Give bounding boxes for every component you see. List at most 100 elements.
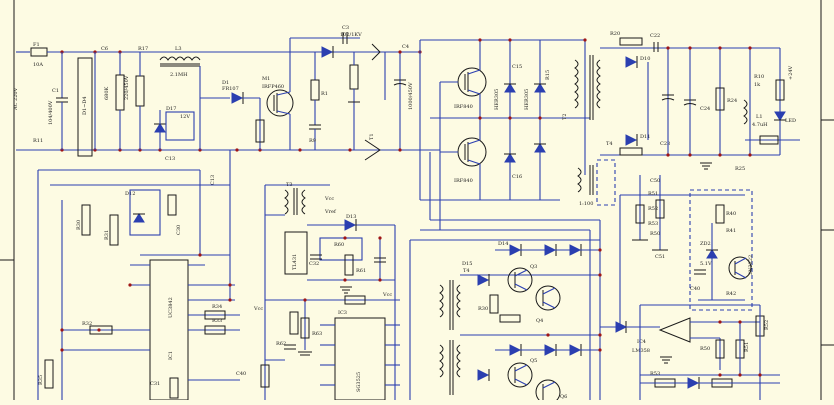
half-bridge: IRF840 IRF840 HER305 HER305 R15 C15 C16: [419, 38, 590, 230]
label-zd2: ZD2: [700, 241, 711, 247]
label-c4-value: 1000/450V: [408, 82, 414, 110]
label-ac-input: AC 220V: [13, 87, 19, 111]
label-r63: R63: [312, 331, 322, 337]
label-c32: C32: [309, 261, 319, 267]
label-r52: R52: [648, 206, 658, 212]
label-l3: L3: [175, 46, 182, 52]
label-zd2-value: 5.1V: [700, 261, 712, 267]
label-d1: D1: [222, 80, 229, 86]
label-c16: C16: [512, 174, 522, 180]
label-c13-side: C13: [210, 175, 216, 185]
label-r17: R17: [138, 46, 148, 52]
label-d11: D11: [640, 134, 650, 140]
label-vref-a: Vref: [324, 209, 337, 215]
pfc-inductor: L3 2.1MH R17 220/450V D17 12V C13 C13: [124, 46, 216, 185]
label-c51: C51: [655, 254, 665, 260]
label-c24: C24: [700, 106, 710, 112]
label-ic4: IC4: [637, 339, 646, 345]
label-r53: R53: [648, 221, 658, 227]
label-c4: C4: [402, 44, 409, 50]
label-r-op-d: R53: [650, 371, 660, 377]
label-t2: T2: [562, 113, 568, 120]
label-r42: R42: [726, 291, 736, 297]
label-her305-b: HER305: [524, 89, 530, 110]
label-c3-value: 102/1KV: [340, 32, 362, 38]
label-c22: C22: [650, 33, 660, 39]
label-r-op-b: R51: [744, 342, 750, 352]
label-zener-12v: 12V: [180, 114, 190, 120]
label-r62: R62: [276, 341, 286, 347]
label-q4: Q4: [536, 318, 543, 324]
gate-drive: T4 D14 D15 Q3 Q4 R30: [409, 219, 602, 405]
label-output-voltage: +24V: [788, 65, 794, 80]
label-r32: R32: [82, 321, 92, 327]
label-c15: C15: [512, 64, 522, 70]
label-m1: M1: [262, 76, 270, 82]
label-c6: C6: [101, 46, 108, 52]
label-ic1: IC1: [168, 351, 174, 360]
label-her305-a: HER305: [494, 89, 500, 110]
label-m1-value: IRFP460: [262, 84, 284, 90]
label-r24: R24: [727, 98, 737, 104]
feedback-section: ZD2 5.1V 2N2222 C40 R40 R41 R42 C50 R50 …: [619, 175, 754, 330]
label-fuse-value: 10A: [33, 62, 43, 68]
label-bridge: D1~D4: [82, 96, 88, 115]
label-c3: C3: [342, 25, 349, 31]
pwm-controller-right: Vcc R62 R63 SG3525 IC3 Vcc C40: [236, 292, 400, 401]
label-c23: C23: [660, 141, 670, 147]
input-filter: C1 104/400V D1~D4 680K C6 R11: [33, 46, 125, 157]
label-r50: R50: [650, 231, 660, 237]
label-q1: IRF840: [454, 104, 473, 110]
label-r-op-a: R50: [700, 346, 710, 352]
label-q6: Q6: [560, 394, 567, 400]
label-vcc-a: Vcc: [324, 196, 334, 202]
label-r1: R1: [321, 91, 328, 97]
label-ic3: IC3: [338, 310, 347, 316]
label-led: LED: [785, 118, 796, 124]
label-c1: C1: [52, 88, 59, 94]
label-c13: C13: [165, 156, 175, 162]
label-l3-value: 2.1MH: [170, 72, 188, 78]
label-vcc-b: Vcc: [253, 306, 263, 312]
label-r10-value: 1k: [754, 82, 761, 88]
label-r33: R33: [212, 318, 222, 324]
opamp-section: IC4 LM358 R50 R51 R52 R53: [600, 304, 780, 400]
label-r20: R20: [610, 31, 620, 37]
label-d13: D13: [346, 214, 356, 220]
label-q7: 2N2222: [748, 255, 754, 275]
label-c17-value: 220/450V: [124, 75, 130, 100]
label-r30: R30: [76, 220, 82, 230]
label-d1-value: FR107: [222, 86, 239, 92]
main-transformer: T2 1:100 T4: [562, 38, 616, 207]
label-f1: F1: [33, 42, 40, 48]
label-r-op-c: R52: [764, 320, 770, 330]
label-d15: D15: [462, 261, 472, 267]
pwm-controller-left: R30 R31 D12 C30 UC3842 IC1 R32 R33 R34 C…: [37, 150, 240, 401]
label-l1-value: 4.7uH: [752, 122, 768, 128]
label-c30: C30: [176, 225, 182, 235]
label-r-gate-a: R30: [478, 306, 488, 312]
label-d14: D14: [498, 241, 508, 247]
label-t4: T4: [606, 141, 613, 147]
label-c50: C50: [650, 178, 660, 184]
secondary-output: D10 D11 C22 R20 C23 C24 R24 L1 4.7uH R10…: [600, 31, 800, 172]
label-t1: T1: [369, 133, 375, 140]
label-l1: L1: [756, 114, 763, 120]
label-r31: R31: [104, 230, 110, 240]
label-r60: R60: [334, 242, 344, 248]
label-r35: R35: [38, 375, 44, 385]
bulk-capacitor: 1000/450V C4 T1: [360, 43, 422, 161]
mains-input: F1 10A AC 220V: [13, 42, 440, 152]
label-t4-gate: T4: [463, 268, 470, 274]
label-r34: R34: [212, 304, 222, 310]
snubber-network: C3 102/1KV: [289, 25, 362, 150]
label-ic1-part: UC3842: [168, 297, 174, 318]
label-c31: C31: [150, 381, 160, 387]
label-ic3-part: SG3525: [356, 372, 362, 392]
label-r11-value: 680K: [104, 86, 110, 100]
label-c40: C40: [690, 286, 700, 292]
label-c1-value: 104/400V: [48, 100, 54, 125]
